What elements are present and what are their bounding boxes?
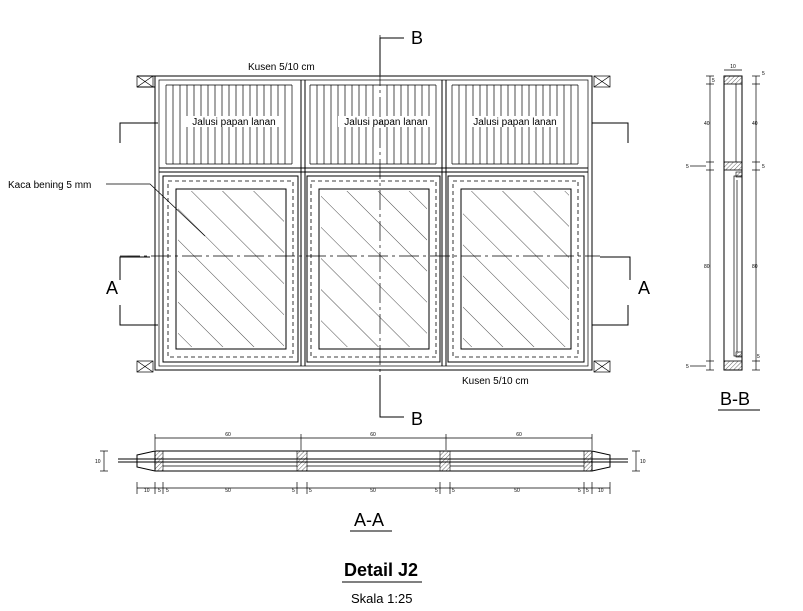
bb-dim-l-1: 5	[712, 78, 715, 84]
aa-dim-b-11: 5	[578, 488, 581, 494]
jalusi-label-2: Jalusi papan lanan	[344, 117, 427, 128]
aa-dim-b-1: 10	[144, 488, 150, 494]
aa-dim-b-5: 5	[292, 488, 295, 494]
bb-dim-l-5: 5	[686, 364, 689, 370]
inner-frame-line	[158, 79, 589, 367]
bb-dim-l-4: 80	[704, 264, 710, 270]
bb-dim-r-4: 80	[752, 264, 758, 270]
frame-horn-tr	[593, 75, 611, 88]
section-aa: 60 60 60 10 5 5 50 5 5 50 5 5 50 5 5 10 …	[95, 432, 646, 532]
aa-dim-top-2: 60	[370, 432, 376, 438]
aa-dim-side-left: 10	[95, 459, 101, 465]
aa-dim-b-13: 10	[598, 488, 604, 494]
aa-dim-top-3: 60	[516, 432, 522, 438]
outer-frame	[154, 75, 593, 371]
window-elevation: Jalusi papan lanan Jalusi papan lanan Ja…	[8, 28, 650, 429]
aa-dim-b-9: 5	[452, 488, 455, 494]
bb-glass-sash	[733, 175, 743, 357]
drawing-title: Detail J2	[344, 560, 418, 580]
drawing-scale: Skala 1:25	[351, 591, 412, 606]
glass-sash-3	[447, 175, 585, 363]
bb-dim-r-1: 5	[762, 71, 765, 77]
aa-dim-top-1: 60	[225, 432, 231, 438]
view-label-aa: A-A	[354, 510, 384, 530]
jalusi-label-1: Jalusi papan lanan	[192, 117, 275, 128]
aa-dim-b-10: 50	[514, 488, 520, 494]
bb-dim-r-5: 5	[757, 354, 760, 360]
section-marker-a-right: A	[638, 278, 650, 298]
aa-dim-side-right: 10	[640, 459, 646, 465]
bb-dim-l-3: 5	[686, 164, 689, 170]
aa-dim-b-7: 50	[370, 488, 376, 494]
bb-dim-l-2: 40	[704, 121, 710, 127]
section-marker-a-left: A	[106, 278, 118, 298]
frame-horn-tl	[136, 75, 154, 88]
aa-dim-b-12: 5	[586, 488, 589, 494]
kusen-label-top: Kusen 5/10 cm	[248, 62, 315, 73]
section-marker-b-bottom: B	[411, 409, 423, 429]
frame-horn-br	[593, 360, 611, 373]
glass-sash-1	[162, 175, 299, 363]
aa-dim-b-8: 5	[435, 488, 438, 494]
bb-dim-top: 10	[730, 64, 736, 70]
view-label-bb: B-B	[720, 389, 750, 409]
kaca-label: Kaca bening 5 mm	[8, 180, 91, 191]
aa-dim-b-3: 5	[166, 488, 169, 494]
frame-horn-bl	[136, 360, 154, 373]
kusen-label-bottom: Kusen 5/10 cm	[462, 376, 529, 387]
aa-dim-b-6: 5	[309, 488, 312, 494]
bb-frame	[723, 75, 743, 371]
bb-dim-r-3: 5	[762, 164, 765, 170]
bb-dim-r-2: 40	[752, 121, 758, 127]
section-marker-b-top: B	[411, 28, 423, 48]
section-bb: 10 5 40 5 80 5 5 40 5 80 5 B-B	[686, 64, 765, 411]
aa-dim-b-4: 50	[225, 488, 231, 494]
aa-dim-b-2: 5	[158, 488, 161, 494]
glass-sash-2	[306, 175, 441, 363]
jalusi-label-3: Jalusi papan lanan	[473, 117, 556, 128]
